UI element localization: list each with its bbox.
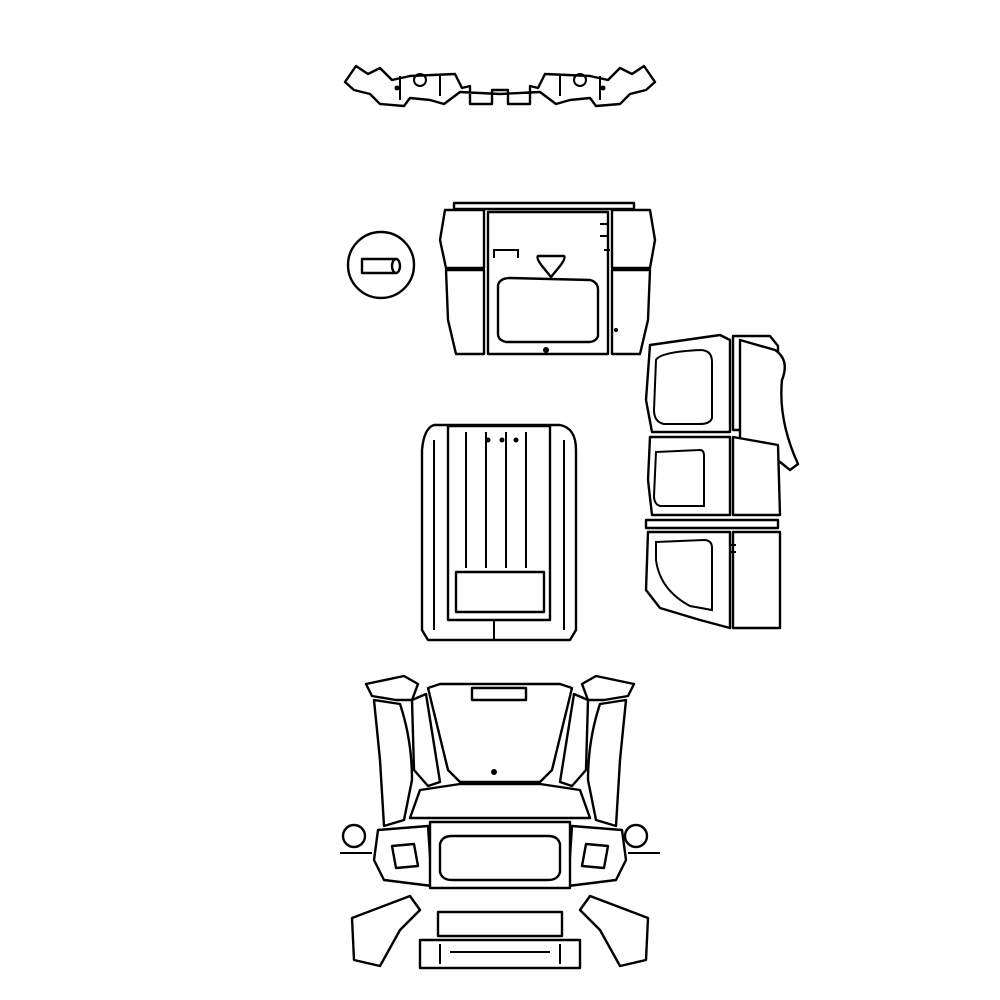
roof-part bbox=[420, 423, 578, 642]
side-doors-part bbox=[644, 333, 800, 630]
front-assembly-part bbox=[340, 674, 660, 970]
tailgate-part bbox=[438, 201, 657, 356]
detail-callout-circle bbox=[346, 230, 416, 300]
rear-bumper-part bbox=[343, 64, 657, 108]
